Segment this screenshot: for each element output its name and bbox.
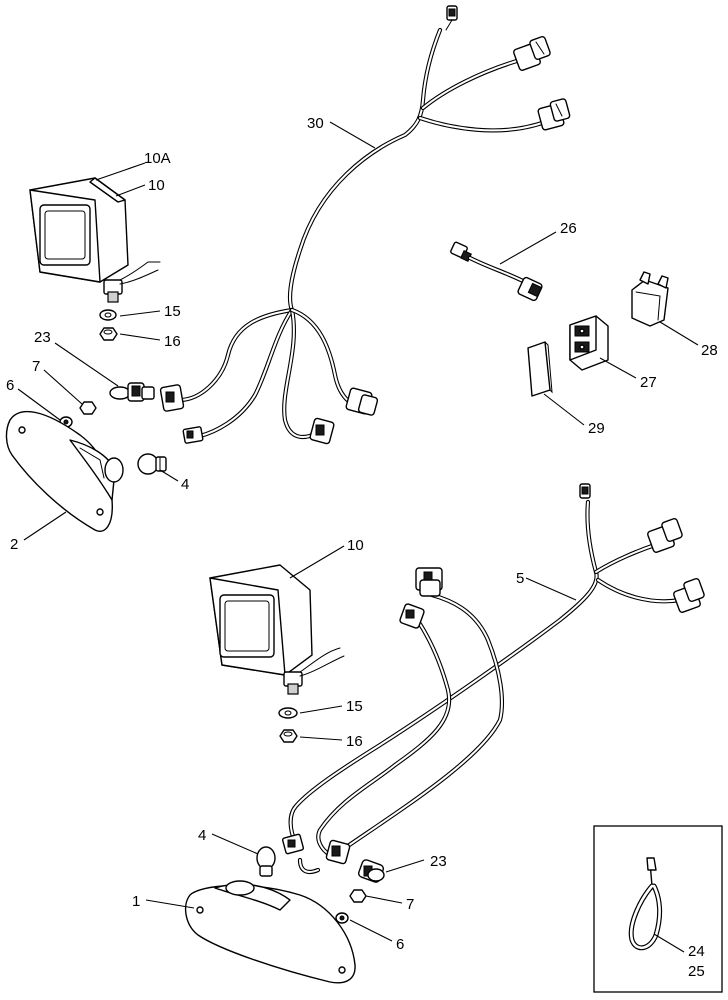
callout-27: 27 — [640, 374, 657, 391]
nut-7-bottom — [349, 889, 367, 903]
nut-16-bottom — [279, 729, 298, 743]
callout-23-bottom: 23 — [430, 853, 447, 870]
callout-28: 28 — [701, 342, 718, 359]
callout-10a: 10A — [144, 150, 171, 167]
connector-top-2 — [537, 98, 571, 131]
callout-16-bottom: 16 — [346, 733, 363, 750]
callout-4-top: 4 — [181, 476, 189, 493]
work-lamp-bottom — [209, 564, 345, 695]
callout-7-top: 7 — [32, 358, 40, 375]
connector-bottom-1 — [647, 518, 683, 553]
callout-7-bottom: 7 — [406, 896, 414, 913]
callout-4-bottom: 4 — [198, 827, 206, 844]
callout-16-top: 16 — [164, 333, 181, 350]
callout-10-top: 10 — [148, 177, 165, 194]
leader-lines — [17, 121, 699, 953]
connector-bottom-2 — [673, 578, 705, 613]
callout-26: 26 — [560, 220, 577, 237]
nut-7-top — [79, 401, 97, 415]
callout-23-top: 23 — [34, 329, 51, 346]
callout-6-bottom: 6 — [396, 936, 404, 953]
callout-2: 2 — [10, 536, 18, 553]
connector-top-1 — [513, 36, 551, 71]
lamp-housing-1 — [184, 880, 356, 984]
callout-5: 5 — [516, 570, 524, 587]
nut-16-top — [99, 327, 118, 341]
callout-15-bottom: 15 — [346, 698, 363, 715]
connector-bottom-3 — [415, 567, 443, 597]
connector-bottom-4 — [399, 603, 425, 629]
jumper-wire-26 — [450, 241, 543, 302]
connector-bottom-5 — [281, 833, 305, 855]
callout-24: 24 — [688, 943, 705, 960]
work-lamp-top — [29, 177, 161, 303]
callout-15-top: 15 — [164, 303, 181, 320]
washer-15-top — [99, 309, 117, 321]
connector-right — [345, 387, 379, 416]
wiring-harness-5 — [281, 483, 705, 875]
connector-left-2 — [182, 426, 204, 444]
wiring-harness-30 — [159, 5, 571, 445]
bulb-socket-23-bottom — [358, 859, 385, 883]
washer-15-bottom — [278, 707, 298, 719]
connector-mid — [309, 417, 335, 445]
callout-10-bottom: 10 — [347, 537, 364, 554]
connector-bottom-6 — [325, 839, 351, 865]
callout-30: 30 — [307, 115, 324, 132]
bulb-socket-23-top — [109, 382, 155, 402]
switch-27 — [569, 315, 609, 371]
callout-25: 25 — [688, 963, 705, 980]
bulb-4-bottom — [256, 846, 276, 877]
callout-29: 29 — [588, 420, 605, 437]
plate-29 — [527, 341, 553, 397]
bracket-28 — [631, 271, 669, 327]
connector-left-1 — [159, 384, 185, 412]
callout-labels: 30 10A 10 15 16 23 7 6 4 2 26 28 27 29 1… — [6, 115, 718, 980]
bulb-4-top — [137, 453, 167, 475]
inset-cable-tie — [593, 825, 723, 993]
lamp-housing-2 — [5, 410, 124, 532]
callout-6-top: 6 — [6, 377, 14, 394]
callout-1: 1 — [132, 893, 140, 910]
